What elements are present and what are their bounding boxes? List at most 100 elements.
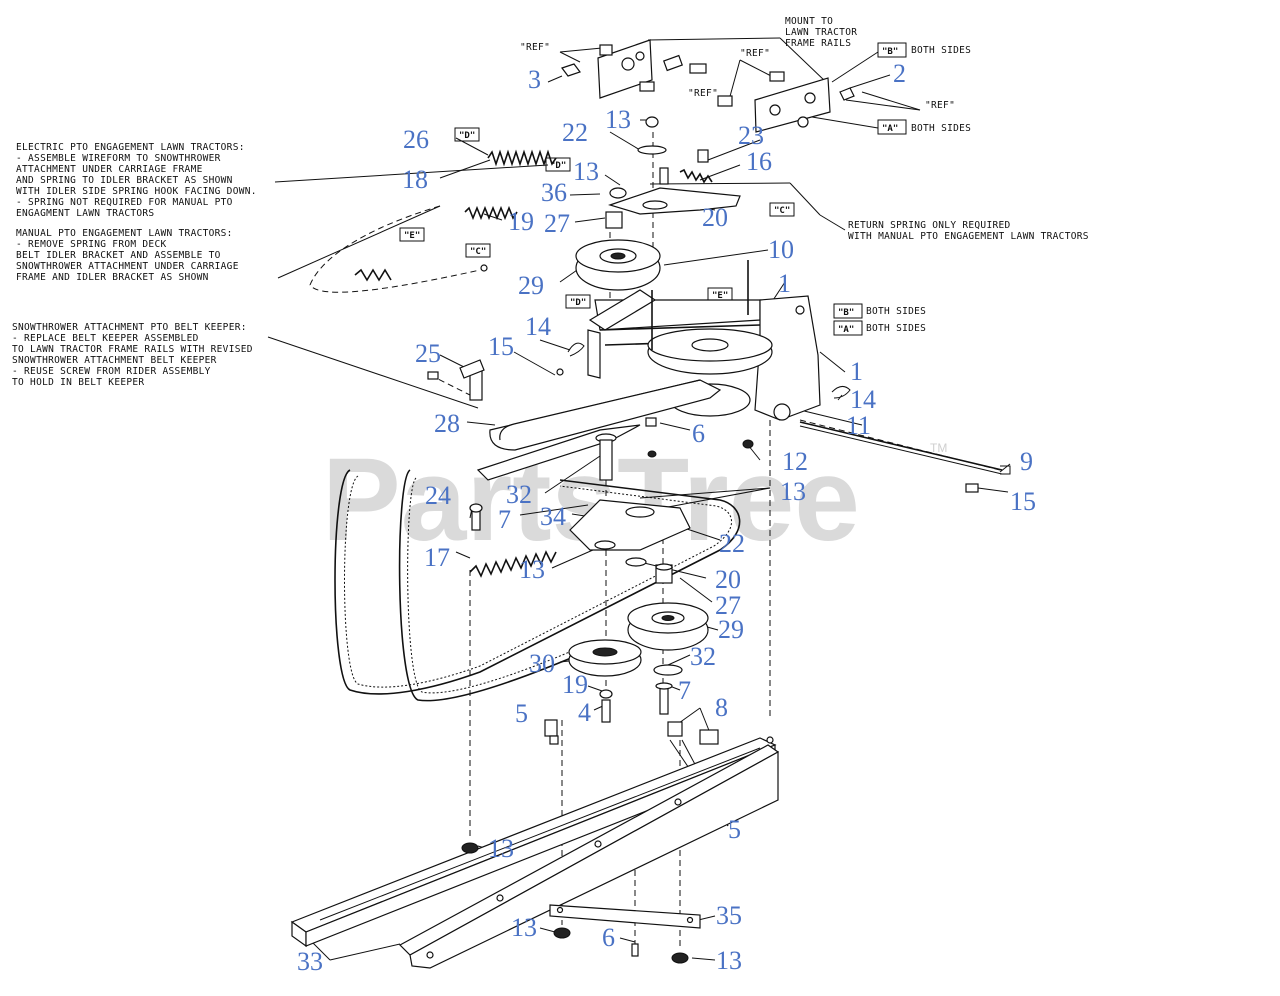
return-spring-note: RETURN SPRING ONLY REQUIRED WITH MANUAL … — [848, 220, 1088, 242]
callout-1a: 1 — [778, 269, 791, 298]
callout-3: 3 — [528, 65, 541, 94]
pivot-rod — [799, 421, 1011, 493]
watermark-tm: TM — [930, 441, 947, 455]
callout-29b: 29 — [718, 615, 744, 644]
box-a-top: "A" BOTH SIDES — [877, 119, 971, 135]
callout-13c: 13 — [780, 477, 806, 506]
callout-18: 18 — [402, 165, 428, 194]
mount-bracket-right — [717, 71, 855, 133]
svg-text:"C": "C" — [774, 206, 790, 216]
callout-4: 4 — [578, 698, 591, 727]
svg-text:"D": "D" — [570, 298, 586, 308]
callout-24: 24 — [425, 481, 451, 510]
svg-text:MOUNT TO: MOUNT TO — [785, 16, 833, 27]
callout-35: 35 — [716, 901, 742, 930]
mount-note: MOUNT TO LAWN TRACTOR FRAME RAILS — [785, 16, 857, 49]
frame-rail-left — [290, 737, 777, 948]
svg-text:TO LAWN TRACTOR FRAME RAILS WI: TO LAWN TRACTOR FRAME RAILS WITH REVISED — [12, 344, 253, 355]
callout-10: 10 — [768, 235, 794, 264]
callout-23: 23 — [738, 121, 764, 150]
callout-26: 26 — [403, 125, 429, 154]
callout-20b: 20 — [715, 565, 741, 594]
svg-text:- REPLACE BELT KEEPER ASSEMBLE: - REPLACE BELT KEEPER ASSEMBLED — [12, 333, 199, 344]
callout-15a: 15 — [488, 332, 514, 361]
svg-text:SNOWTHROWER ATTACHMENT PTO BEL: SNOWTHROWER ATTACHMENT PTO BELT KEEPER: — [12, 322, 247, 333]
callout-22b: 22 — [719, 529, 745, 558]
callout-1b: 1 — [850, 357, 863, 386]
callout-15b: 15 — [1010, 487, 1036, 516]
carriage-frame — [587, 260, 821, 421]
svg-text:"A": "A" — [882, 124, 898, 134]
belt-keeper-note: SNOWTHROWER ATTACHMENT PTO BELT KEEPER: … — [12, 322, 253, 388]
svg-text:- REMOVE SPRING FROM DECK: - REMOVE SPRING FROM DECK — [16, 239, 167, 250]
manual-pto-note: MANUAL PTO ENGAGEMENT LAWN TRACTORS: - R… — [16, 228, 239, 283]
box-c-1: "C" — [769, 202, 795, 217]
ref-label: "REF" — [740, 48, 770, 59]
callout-19b: 19 — [562, 670, 588, 699]
svg-text:MANUAL PTO ENGAGEMENT LAWN TRA: MANUAL PTO ENGAGEMENT LAWN TRACTORS: — [16, 228, 233, 239]
spring-16 — [679, 168, 713, 184]
box-d-2: "D" — [545, 157, 571, 172]
callout-29a: 29 — [518, 271, 544, 300]
svg-text:"B": "B" — [838, 308, 854, 318]
svg-text:ATTACHMENT UNDER CARRIAGE FRAM: ATTACHMENT UNDER CARRIAGE FRAME — [16, 164, 203, 175]
box-c-2: "C" — [465, 243, 491, 258]
svg-text:FRAME RAILS: FRAME RAILS — [785, 38, 851, 49]
svg-text:"C": "C" — [470, 247, 486, 257]
callout-13e: 13 — [488, 834, 514, 863]
cable-wireform — [309, 205, 488, 293]
svg-text:- ASSEMBLE WIREFORM TO SNOWTHR: - ASSEMBLE WIREFORM TO SNOWTHROWER — [16, 153, 221, 164]
callout-22a: 22 — [562, 118, 588, 147]
callout-14a: 14 — [525, 312, 551, 341]
svg-text:"D": "D" — [550, 161, 566, 171]
callout-34: 34 — [540, 502, 566, 531]
callout-12: 12 — [782, 447, 808, 476]
spring-19 — [464, 205, 518, 221]
spring-18 — [487, 149, 557, 167]
svg-text:- SPRING NOT REQUIRED FOR MANU: - SPRING NOT REQUIRED FOR MANUAL PTO — [16, 197, 233, 208]
callout-14b: 14 — [850, 385, 876, 414]
pulley-lower-left — [568, 639, 642, 677]
callout-5a: 5 — [515, 699, 528, 728]
svg-text:"E": "E" — [712, 291, 728, 301]
svg-text:BOTH SIDES: BOTH SIDES — [911, 45, 971, 56]
callout-25: 25 — [415, 339, 441, 368]
svg-text:LAWN TRACTOR: LAWN TRACTOR — [785, 27, 857, 38]
callout-9: 9 — [1020, 447, 1033, 476]
callout-13d: 13 — [519, 555, 545, 584]
hairpin-14-left — [567, 342, 585, 357]
callout-20a: 20 — [702, 203, 728, 232]
clips-lower — [544, 719, 719, 745]
callout-7b: 7 — [678, 676, 691, 705]
callout-32a: 32 — [506, 480, 532, 509]
svg-text:BELT IDLER BRACKET AND ASSEMBL: BELT IDLER BRACKET AND ASSEMBLE TO — [16, 250, 221, 261]
svg-text:- REUSE SCREW FROM RIDER ASSEM: - REUSE SCREW FROM RIDER ASSEMBLY — [12, 366, 211, 377]
callout-16: 16 — [746, 147, 772, 176]
callout-6b: 6 — [602, 923, 615, 952]
svg-text:TO HOLD IN BELT KEEPER: TO HOLD IN BELT KEEPER — [12, 377, 144, 388]
callout-33: 33 — [297, 947, 323, 976]
svg-text:WITH IDLER SIDE SPRING HOOK FA: WITH IDLER SIDE SPRING HOOK FACING DOWN. — [16, 186, 257, 197]
callouts: 1 1 2 3 4 5 5 6 6 7 7 8 9 10 11 12 13 13… — [297, 59, 1036, 976]
svg-text:"E": "E" — [404, 231, 420, 241]
callout-13b: 13 — [573, 157, 599, 186]
svg-text:BOTH SIDES: BOTH SIDES — [866, 323, 926, 334]
box-e-1: "E" — [399, 227, 425, 242]
box-b-top: "B" BOTH SIDES — [877, 42, 971, 58]
callout-11: 11 — [846, 411, 871, 440]
svg-text:SNOWTHROWER ATTACHMENT UNDER C: SNOWTHROWER ATTACHMENT UNDER CARRIAGE — [16, 261, 239, 272]
idler-bracket-top — [605, 116, 741, 229]
svg-text:"A": "A" — [838, 325, 854, 335]
ref-label: "REF" — [520, 42, 550, 53]
spacers-lower — [599, 664, 683, 723]
idler-bracket-lower — [469, 499, 691, 584]
ref-label: "REF" — [688, 88, 718, 99]
box-a-right: "A" BOTH SIDES — [833, 320, 926, 336]
svg-text:SNOWTHROWER ATTACHMENT BELT KE: SNOWTHROWER ATTACHMENT BELT KEEPER — [12, 355, 217, 366]
callout-2: 2 — [893, 59, 906, 88]
svg-text:RETURN SPRING ONLY REQUIRED: RETURN SPRING ONLY REQUIRED — [848, 220, 1011, 231]
mount-bracket-left — [561, 39, 707, 99]
callout-17: 17 — [424, 543, 450, 572]
pulley-top — [575, 239, 661, 291]
